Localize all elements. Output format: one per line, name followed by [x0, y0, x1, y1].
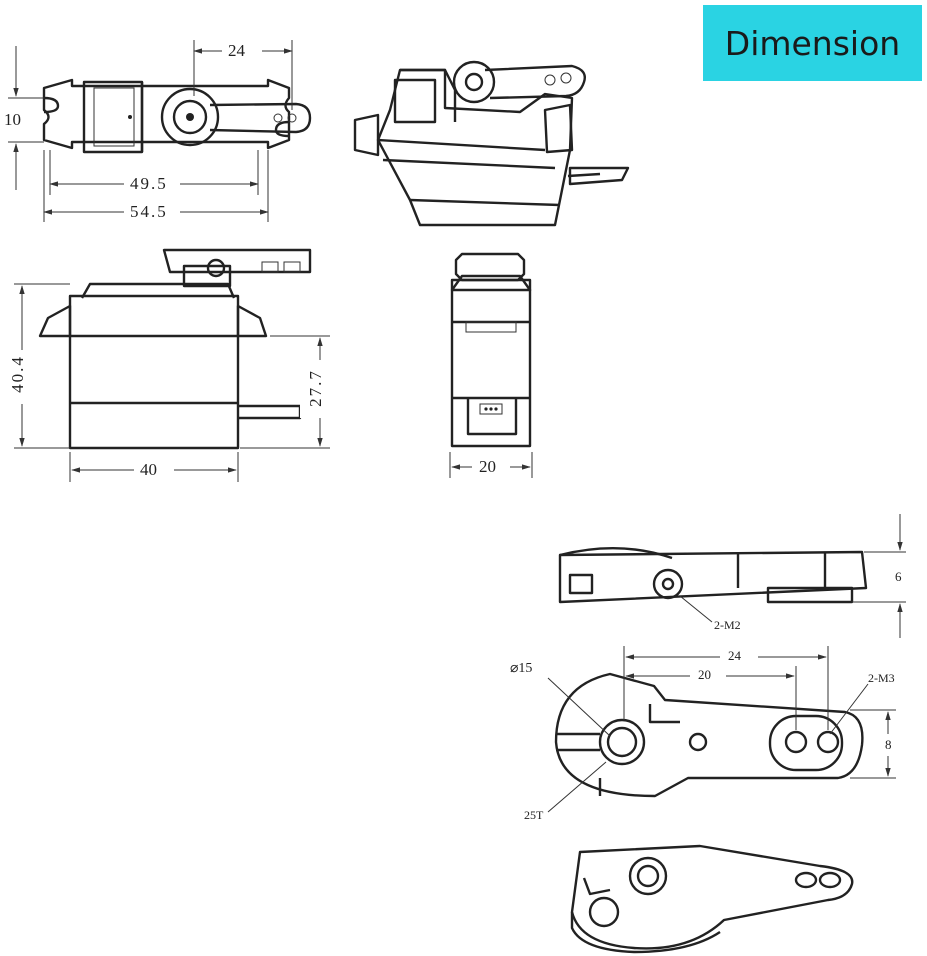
badge-label: Dimension: [724, 23, 901, 63]
dim-side-body-length: 40: [140, 460, 157, 479]
label-horn-screw: 2-M2: [714, 618, 741, 632]
dimension-badge: Dimension: [703, 5, 922, 81]
dim-horn-arm-width: 8: [885, 737, 892, 752]
label-horn-holes: 2-M3: [868, 671, 895, 685]
servo-end-view: [449, 252, 533, 478]
dim-top-overall-length: 54.5: [130, 202, 168, 221]
dim-end-width: 20: [479, 457, 496, 476]
dim-horn-inner-hole: 20: [698, 667, 711, 682]
servo-top-view: [4, 40, 312, 224]
servo-side-view: [4, 248, 332, 482]
dim-top-horn-offset: 24: [228, 41, 245, 60]
horn-isometric-view: [570, 844, 854, 954]
horn-top-view: [547, 646, 902, 813]
dim-horn-outer-hole: 24: [728, 648, 741, 663]
dim-horn-diameter: ⌀15: [510, 661, 533, 676]
horn-side-view: [558, 514, 912, 638]
servo-isometric-view: [353, 60, 630, 227]
dim-side-flange-height: 27.7: [306, 369, 325, 407]
dim-top-height: 10: [4, 110, 21, 129]
dim-top-mount-spacing: 49.5: [130, 174, 168, 193]
label-horn-spline: 25T: [524, 808, 544, 822]
dim-horn-thickness: 6: [895, 569, 902, 584]
dim-side-overall-height: 40.4: [8, 355, 27, 393]
